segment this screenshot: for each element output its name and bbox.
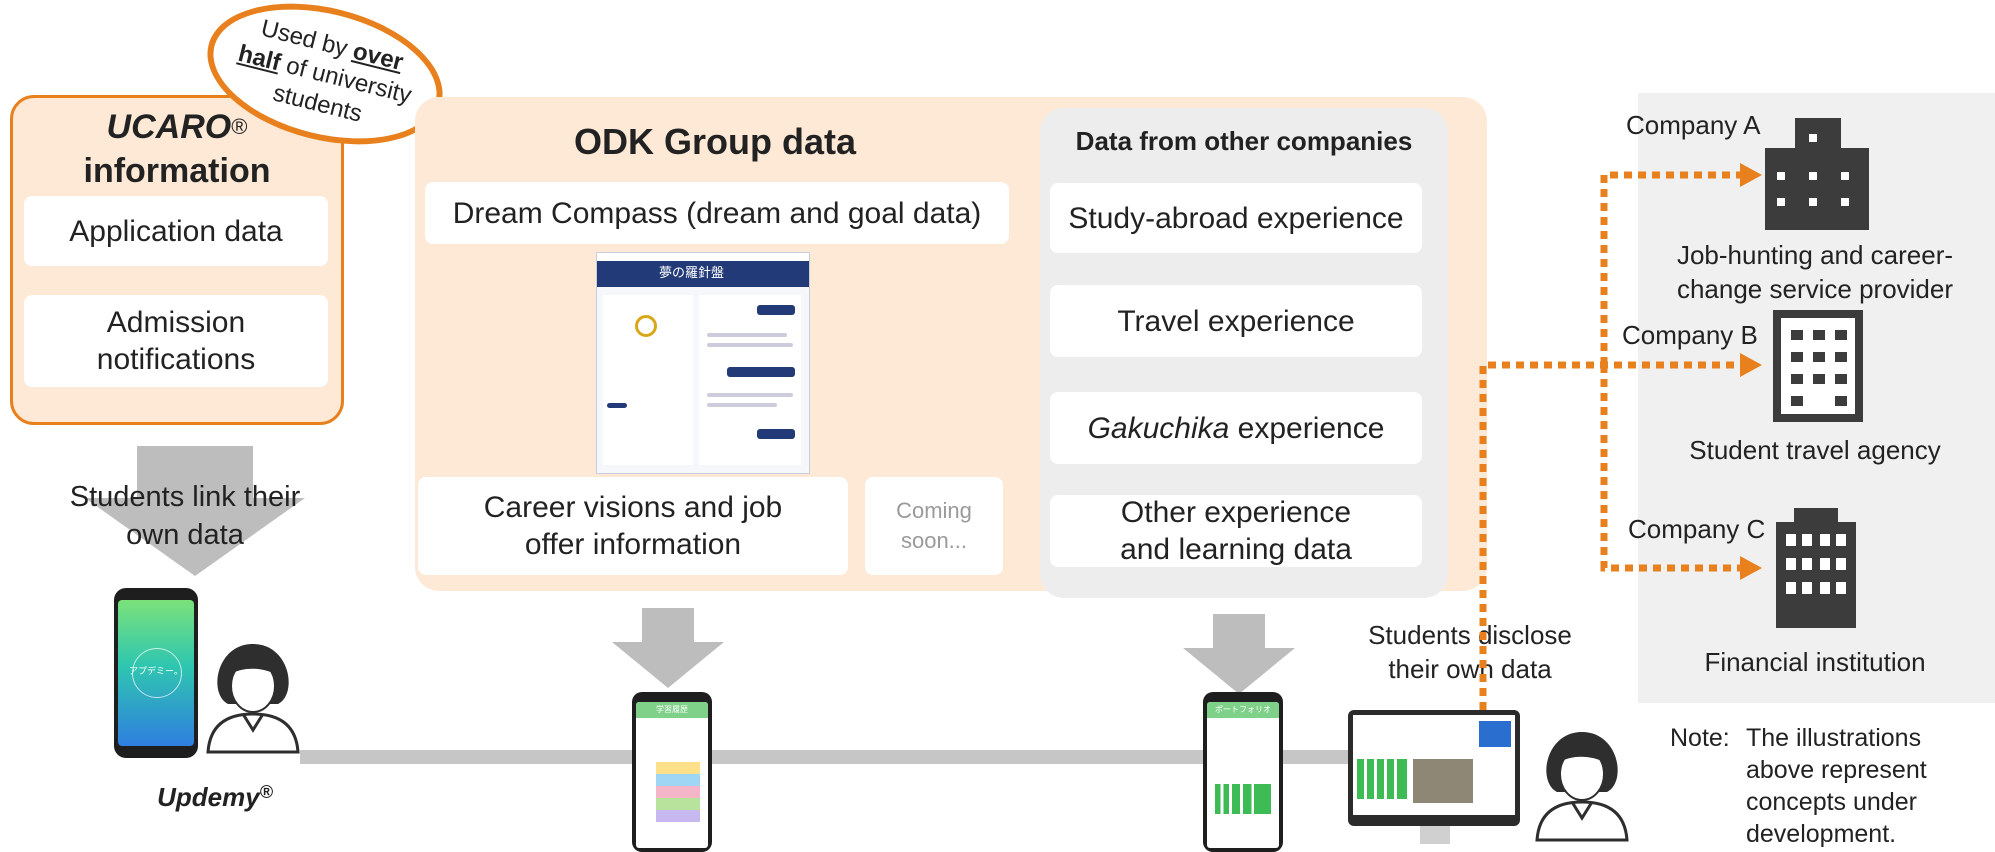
screenshot-header: 夢の羅針盤 <box>597 261 809 287</box>
student-avatar-left <box>206 644 300 754</box>
company-a-name: Company A <box>1626 110 1761 140</box>
timeline-bar <box>300 750 1390 764</box>
learning-history-phone: 学習履歴 <box>632 692 712 852</box>
other-experience-card: Other experience and learning data <box>1050 495 1422 567</box>
ucaro-application-data: Application data <box>24 196 328 266</box>
travel-card: Travel experience <box>1050 285 1422 357</box>
ucaro-admission-notifications: Admission notifications <box>24 295 328 387</box>
portfolio-phone: ポートフォリオ <box>1203 692 1283 852</box>
company-b-name: Company B <box>1622 320 1758 350</box>
gakuchika-card: Gakuchika experience <box>1050 392 1422 464</box>
odk-down-arrow <box>612 608 724 688</box>
student-avatar-right <box>1535 732 1629 842</box>
updemy-phone: アプデミー。 <box>114 588 198 758</box>
company-a-desc: Job-hunting and career-change service pr… <box>1676 240 1954 304</box>
company-c-name: Company C <box>1628 514 1766 544</box>
monitor-stand <box>1420 826 1450 844</box>
link-own-data-label: Students link their own data <box>69 481 301 551</box>
office-building-icon <box>1773 310 1863 422</box>
odk-title: ODK Group data <box>573 121 856 162</box>
other-down-arrow <box>1183 614 1295 694</box>
note-text: The illustrations above represent concep… <box>1746 724 1927 848</box>
company-b-desc: Student travel agency <box>1689 435 1941 465</box>
updemy-label: Updemy® <box>157 782 273 812</box>
note-prefix: Note: <box>1670 724 1730 752</box>
portfolio-monitor <box>1348 710 1520 826</box>
ucaro-title: UCARO® information <box>83 108 271 190</box>
office-building-icon <box>1776 508 1856 628</box>
disclose-own-data-label: Students disclose their own data <box>1368 620 1572 684</box>
dream-compass-screenshot: 夢の羅針盤 <box>596 252 810 474</box>
company-c-desc: Financial institution <box>1704 647 1926 677</box>
study-abroad-card: Study-abroad experience <box>1050 183 1422 253</box>
dream-compass-card: Dream Compass (dream and goal data) <box>425 182 1009 244</box>
other-companies-title: Data from other companies <box>1075 126 1413 156</box>
career-visions-card: Career visions and job offer information <box>418 477 848 575</box>
office-building-icon <box>1765 118 1869 230</box>
coming-soon-card: Coming soon... <box>865 477 1003 575</box>
disclosure-connectors <box>1479 163 1762 710</box>
link-arrow <box>85 446 305 576</box>
